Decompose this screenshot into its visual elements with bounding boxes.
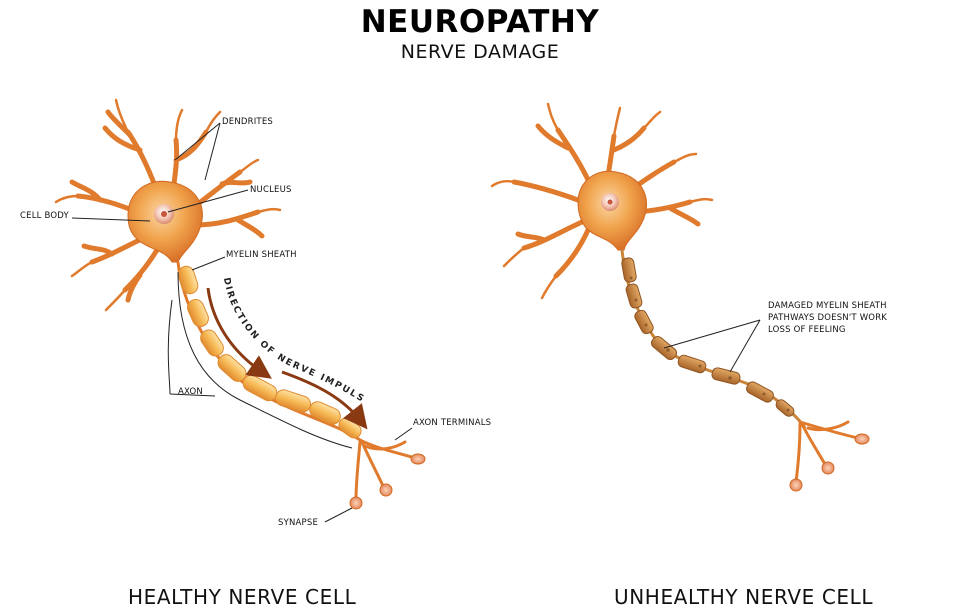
impulse-arrow-2 (281, 370, 368, 430)
healthy-synapse-tips (349, 453, 426, 510)
label-axon-terminals: AXON TERMINALS (413, 418, 492, 428)
unhealthy-synapse-tips (789, 433, 870, 492)
damaged-myelin-sheath (621, 257, 795, 417)
damage-notes: DAMAGED MYELIN SHEATH PATHWAYS DOESN'T W… (768, 300, 887, 336)
damage-note-3: LOSS OF FEELING (768, 325, 846, 335)
unhealthy-neuron (490, 102, 714, 300)
caption-healthy: HEALTHY NERVE CELL (128, 585, 357, 609)
label-synapse: SYNAPSE (278, 518, 319, 528)
label-axon: AXON (178, 387, 203, 397)
unhealthy-axon-terminals (794, 420, 860, 484)
healthy-myelin-sheath (177, 265, 362, 439)
page-title: NEUROPATHY (360, 4, 600, 40)
label-nucleus: NUCLEUS (250, 185, 292, 195)
unhealthy-dendrites-thin (490, 102, 714, 300)
page-subtitle: NERVE DAMAGE (400, 41, 560, 63)
label-dendrites: DENDRITES (222, 117, 273, 127)
caption-unhealthy: UNHEALTHY NERVE CELL (614, 585, 874, 609)
label-cell-body: CELL BODY (20, 211, 69, 221)
damage-spots (629, 276, 790, 412)
impulse-arrow-1 (206, 287, 272, 379)
damage-note-2: PATHWAYS DOESN'T WORK (768, 313, 888, 323)
unhealthy-leader-lines (663, 319, 761, 373)
label-myelin-sheath: MYELIN SHEATH (226, 250, 297, 260)
unhealthy-dendrites (511, 123, 701, 279)
healthy-dendrites-thin (54, 98, 282, 312)
damage-note-1: DAMAGED MYELIN SHEATH (768, 301, 887, 311)
healthy-leader-lines (71, 122, 413, 523)
